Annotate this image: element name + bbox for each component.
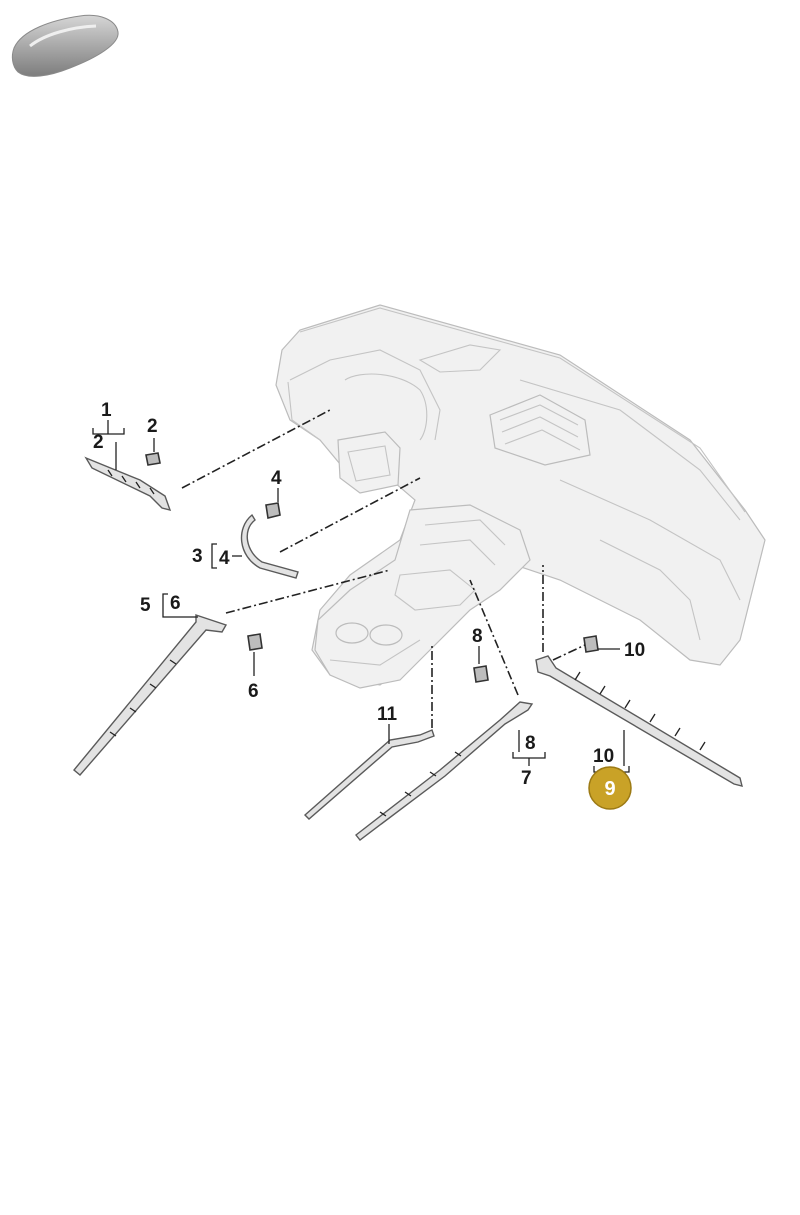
callout-6[interactable]: 6 <box>170 593 181 614</box>
part-clip-2[interactable] <box>145 452 161 466</box>
callout-7[interactable]: 7 <box>521 768 532 789</box>
part-clip-8[interactable] <box>473 665 489 683</box>
part-clip-6[interactable] <box>247 633 263 651</box>
part-trim-strip-left[interactable] <box>84 456 172 511</box>
callout-10[interactable]: 10 <box>593 746 614 767</box>
part-trim-long-left[interactable] <box>73 614 228 776</box>
car-silhouette-icon[interactable] <box>11 14 119 77</box>
part-clip-4[interactable] <box>265 502 281 519</box>
callout-1[interactable]: 1 <box>101 400 112 421</box>
callout-2-clip[interactable]: 2 <box>147 416 158 437</box>
callout-4-clip[interactable]: 4 <box>271 468 282 489</box>
part-trim-long-right[interactable] <box>535 655 743 787</box>
callout-labels: 1 2 2 3 4 4 5 6 6 7 8 8 10 10 11 <box>93 400 645 789</box>
callout-4[interactable]: 4 <box>219 548 230 569</box>
part-trim-curved[interactable] <box>240 513 299 579</box>
callout-8[interactable]: 8 <box>525 733 536 754</box>
part-rod-11[interactable] <box>303 729 435 820</box>
callout-10-clip[interactable]: 10 <box>624 640 645 661</box>
highlight-badge-9[interactable]: 9 <box>588 766 632 810</box>
callout-8-clip[interactable]: 8 <box>472 626 483 647</box>
leader-lines <box>181 409 586 728</box>
dashboard-assembly <box>275 304 766 689</box>
callout-11[interactable]: 11 <box>377 704 398 725</box>
callout-3[interactable]: 3 <box>192 546 203 567</box>
callout-6-clip[interactable]: 6 <box>248 681 259 702</box>
part-trim-center[interactable] <box>355 701 534 841</box>
callout-2[interactable]: 2 <box>93 432 104 453</box>
part-clip-10[interactable] <box>583 635 599 653</box>
callout-5[interactable]: 5 <box>140 595 151 616</box>
badge-9-label: 9 <box>604 778 615 800</box>
